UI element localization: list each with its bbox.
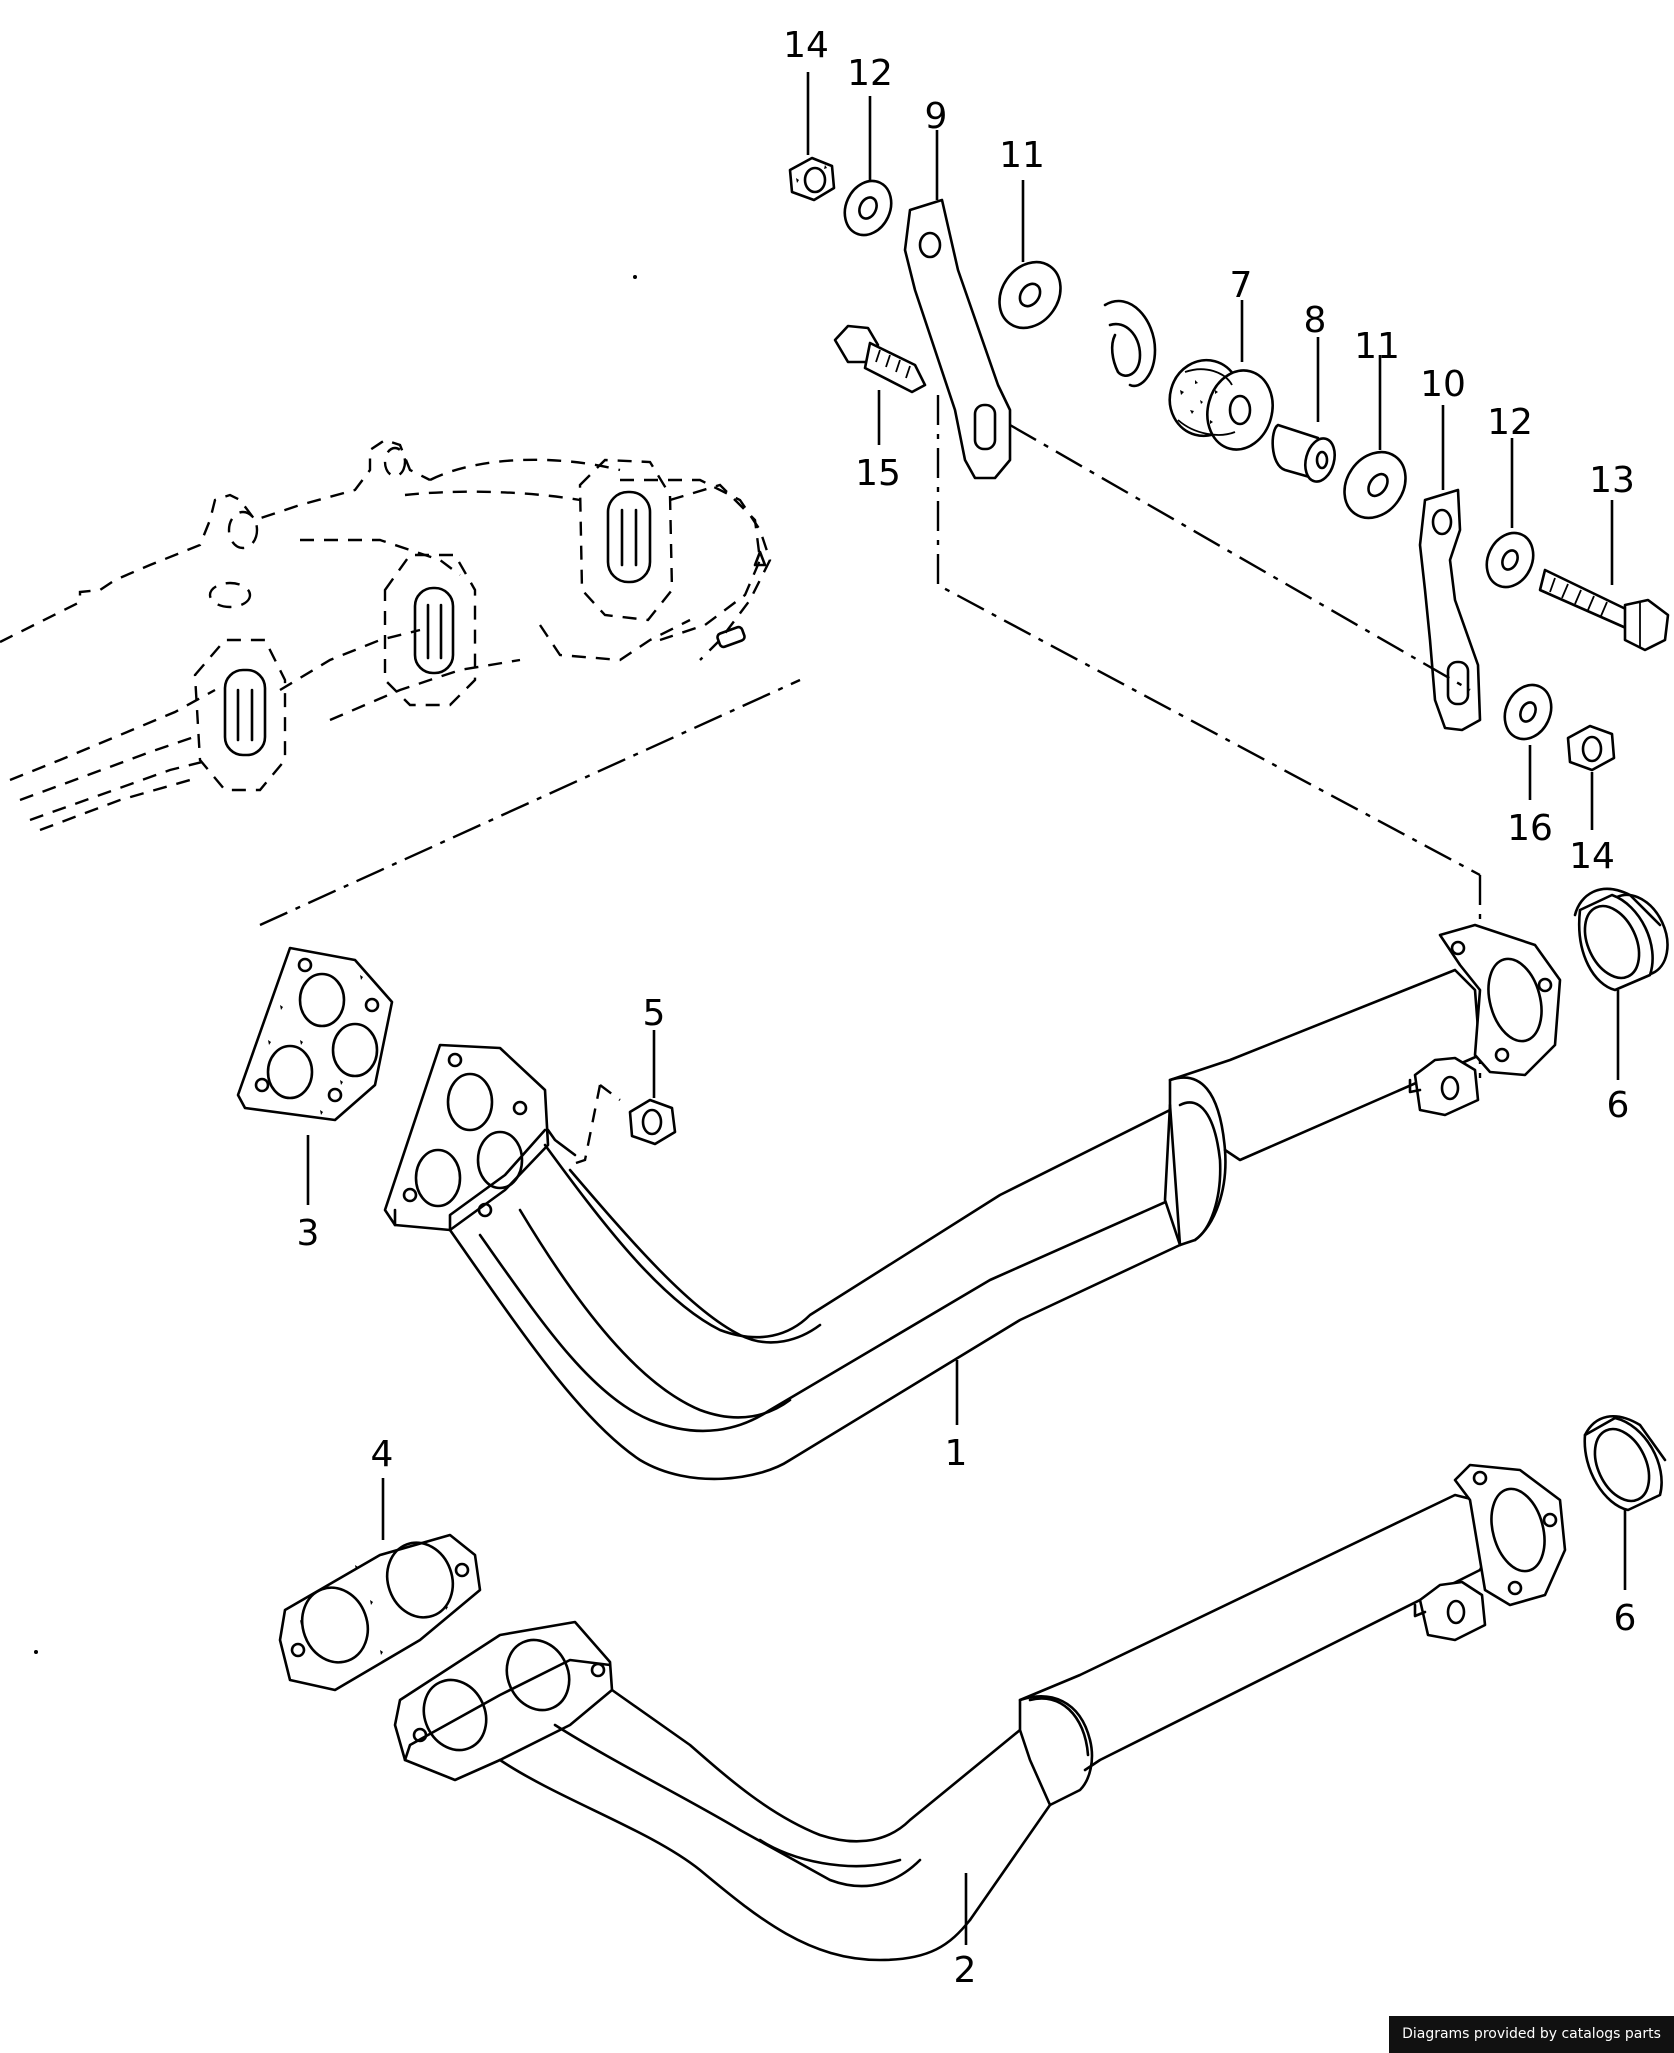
callout-2: 2 (954, 1950, 977, 1991)
part-11-washer-top (998, 260, 1062, 330)
part-14-nut-top (788, 156, 836, 202)
callout-4: 4 (371, 1434, 394, 1475)
part-13-bolt (1538, 568, 1670, 652)
diagram-credit: Diagrams provided by catalogs parts (1389, 2016, 1674, 2053)
callout-5: 5 (643, 993, 666, 1034)
part-12-washer-top (843, 179, 893, 237)
callout-11-top: 11 (999, 135, 1045, 176)
exhaust-manifold-outline (0, 438, 801, 927)
part-11-washer-second (1343, 450, 1407, 520)
scan-dot (633, 275, 637, 279)
callout-7: 7 (1230, 265, 1253, 306)
scan-dot (34, 1650, 38, 1654)
callout-11-second: 11 (1354, 326, 1400, 367)
callout-6-bottom: 6 (1614, 1598, 1637, 1639)
part-10-bracket (1418, 488, 1482, 732)
part-6-seal-ring-bottom (1583, 1415, 1667, 1512)
part-1-front-pipe (383, 923, 1562, 1481)
part-16-washer (1503, 683, 1553, 741)
callout-14-top: 14 (783, 25, 829, 66)
callout-13: 13 (1589, 460, 1635, 501)
part-8-sleeve (1271, 423, 1336, 483)
callout-16: 16 (1507, 808, 1553, 849)
callout-14-right: 14 (1569, 836, 1615, 877)
callout-15: 15 (855, 453, 901, 494)
part-15-bolt (833, 324, 927, 394)
callout-6-top: 6 (1607, 1085, 1630, 1126)
part-6-seal-ring-top (1573, 887, 1669, 992)
part-7-bushing (1168, 358, 1274, 451)
part-4-gasket (278, 1533, 482, 1692)
part-2-front-pipe (393, 1463, 1567, 1962)
callout-1: 1 (945, 1433, 968, 1474)
callout-labels: 14 12 9 11 7 8 11 10 12 13 15 16 14 6 5 … (297, 25, 1637, 1991)
part-3-gasket (236, 946, 394, 1122)
part-14-nut-right (1566, 724, 1616, 772)
callout-10: 10 (1420, 364, 1466, 405)
part-9-bracket (903, 198, 1012, 480)
spring-clip (1103, 299, 1157, 388)
callout-leaders (306, 72, 1627, 1945)
callout-8: 8 (1304, 300, 1327, 341)
callout-12-right: 12 (1487, 402, 1533, 443)
part-5-nut (569, 1084, 677, 1167)
callout-12-top: 12 (847, 53, 893, 94)
part-12-washer-right (1485, 531, 1535, 589)
callout-9: 9 (925, 96, 948, 137)
callout-3: 3 (297, 1213, 320, 1254)
